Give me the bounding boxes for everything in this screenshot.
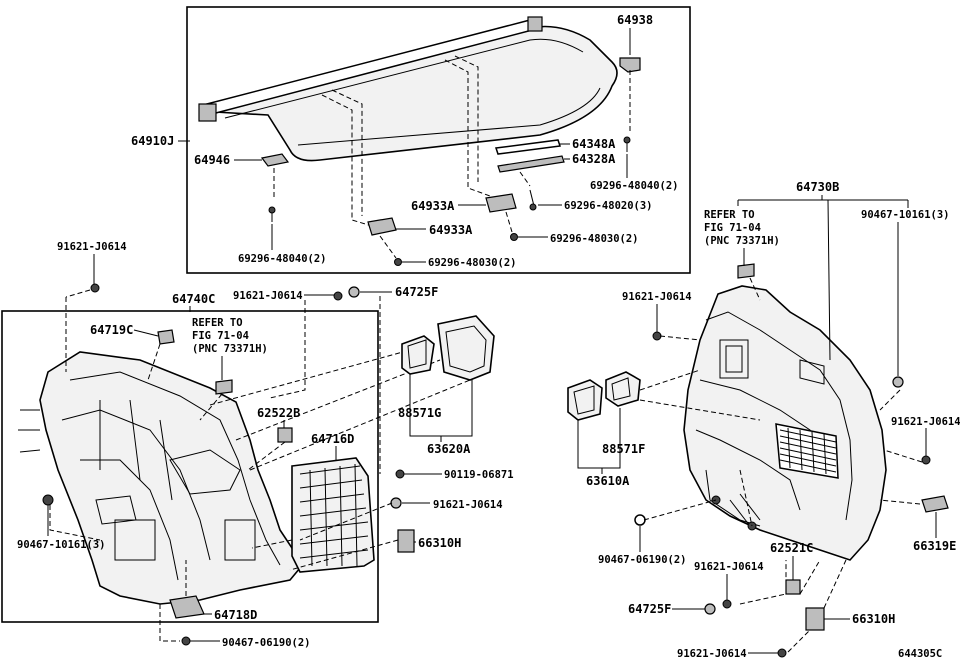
label-90467-10161-right: 90467-10161(3): [861, 209, 950, 221]
label-91621-J0614-top: 91621-J0614: [233, 290, 303, 302]
left-side-labels: 91621-J0614 64740C 91621-J0614 64725F 64…: [17, 241, 514, 649]
center-labels: 88571F 63610A: [577, 408, 645, 488]
label-90467-10161-left: 90467-10161(3): [17, 539, 106, 551]
hook-66310H-right: [805, 607, 825, 631]
clip-62522B: [277, 427, 293, 443]
strap-64348A: [495, 139, 561, 155]
label-64933A-upper: 64933A: [411, 199, 455, 213]
clip-64946: [260, 153, 290, 167]
label-64716D: 64716D: [311, 432, 354, 446]
label-90467-06190-bottom: 90467-06190(2): [222, 637, 311, 649]
strap-64328A: [497, 155, 565, 173]
label-88571G: 88571G: [398, 406, 441, 420]
label-90119-06871: 90119-06871: [444, 469, 514, 481]
bracket-refer-left: [215, 379, 233, 395]
hook-66310H-left: [397, 529, 415, 553]
label-91621-J0614-farleft: 91621-J0614: [57, 241, 127, 253]
hook-64938: [619, 57, 641, 73]
label-64328A: 64328A: [572, 152, 616, 166]
refer-left-line3: (PNC 73371H): [192, 343, 268, 355]
label-91621-J0614-right-side: 91621-J0614: [891, 416, 960, 428]
label-64910J: 64910J: [131, 134, 174, 148]
roller-endcap-right: [527, 16, 543, 32]
clip-64719C: [157, 329, 175, 345]
label-64933A-lower: 64933A: [429, 223, 473, 237]
clip-62521C: [785, 579, 801, 595]
bezel-63610A: [567, 379, 603, 421]
label-62522B: 62522B: [257, 406, 300, 420]
label-64718D: 64718D: [214, 608, 257, 622]
label-91621-J0614-mid: 91621-J0614: [433, 499, 503, 511]
diagram-id: 644305C: [898, 648, 942, 660]
right-speaker-grille: [775, 423, 839, 479]
label-66310H-right: 66310H: [852, 612, 895, 626]
label-66319E: 66319E: [913, 539, 956, 553]
label-64719C: 64719C: [90, 323, 133, 337]
label-91621-J0614-right-lower: 91621-J0614: [694, 561, 764, 573]
label-64725F-top: 64725F: [395, 285, 438, 299]
roller-endcap-left: [198, 103, 217, 122]
left-side-trim-assembly: [18, 283, 471, 646]
bezel-88571F: [605, 371, 641, 407]
right-side-trim-assembly: [634, 263, 949, 658]
label-69296-48030-bottom: 69296-48030(2): [428, 257, 517, 269]
label-64730B: 64730B: [796, 180, 839, 194]
label-64938: 64938: [617, 13, 653, 27]
label-64348A: 64348A: [572, 137, 616, 151]
label-69296-48030-right: 69296-48030(2): [550, 233, 639, 245]
refer-right-line2: FIG 71-04: [704, 222, 761, 234]
handle-64933A-lower: [367, 217, 397, 236]
label-64740C: 64740C: [172, 292, 215, 306]
label-64946: 64946: [194, 153, 230, 167]
tonneau-labels: 64938 64910J 64946 64348A 64328A 69296-4…: [131, 13, 679, 269]
tonneau-cover-assembly: [198, 16, 641, 266]
left-quarter-trim-panel: [39, 351, 301, 605]
label-63620A: 63620A: [427, 442, 471, 456]
label-91621-J0614-right-upper: 91621-J0614: [622, 291, 692, 303]
label-90467-06190-right: 90467-06190(2): [598, 554, 687, 566]
refer-right-line3: (PNC 73371H): [704, 235, 780, 247]
refer-left-line1: REFER TO: [192, 317, 243, 329]
lamp-bezels: [401, 315, 641, 421]
label-63610A: 63610A: [586, 474, 630, 488]
tonneau-cover-frame: [186, 6, 691, 274]
bezel-88571G: [401, 335, 435, 375]
label-91621-J0614-right-bottom: 91621-J0614: [677, 648, 747, 660]
refer-right-line1: REFER TO: [704, 209, 755, 221]
label-62521C: 62521C: [770, 541, 813, 555]
handle-64933A-upper: [485, 193, 517, 213]
right-side-labels: 64730B REFER TO FIG 71-04 (PNC 73371H) 9…: [598, 180, 960, 660]
bracket-refer-right: [737, 263, 755, 279]
clip-66319E: [921, 495, 949, 513]
label-69296-48040-left: 69296-48040(2): [238, 253, 327, 265]
label-64725F-bottom: 64725F: [628, 602, 671, 616]
label-88571F: 88571F: [602, 442, 645, 456]
lamp-housing-63620A: [437, 315, 495, 381]
label-69296-48020: 69296-48020(3): [564, 200, 653, 212]
label-69296-48040-top: 69296-48040(2): [590, 180, 679, 192]
right-quarter-trim-panel: [683, 285, 887, 561]
label-66310H-left: 66310H: [418, 536, 461, 550]
refer-left-line2: FIG 71-04: [192, 330, 249, 342]
